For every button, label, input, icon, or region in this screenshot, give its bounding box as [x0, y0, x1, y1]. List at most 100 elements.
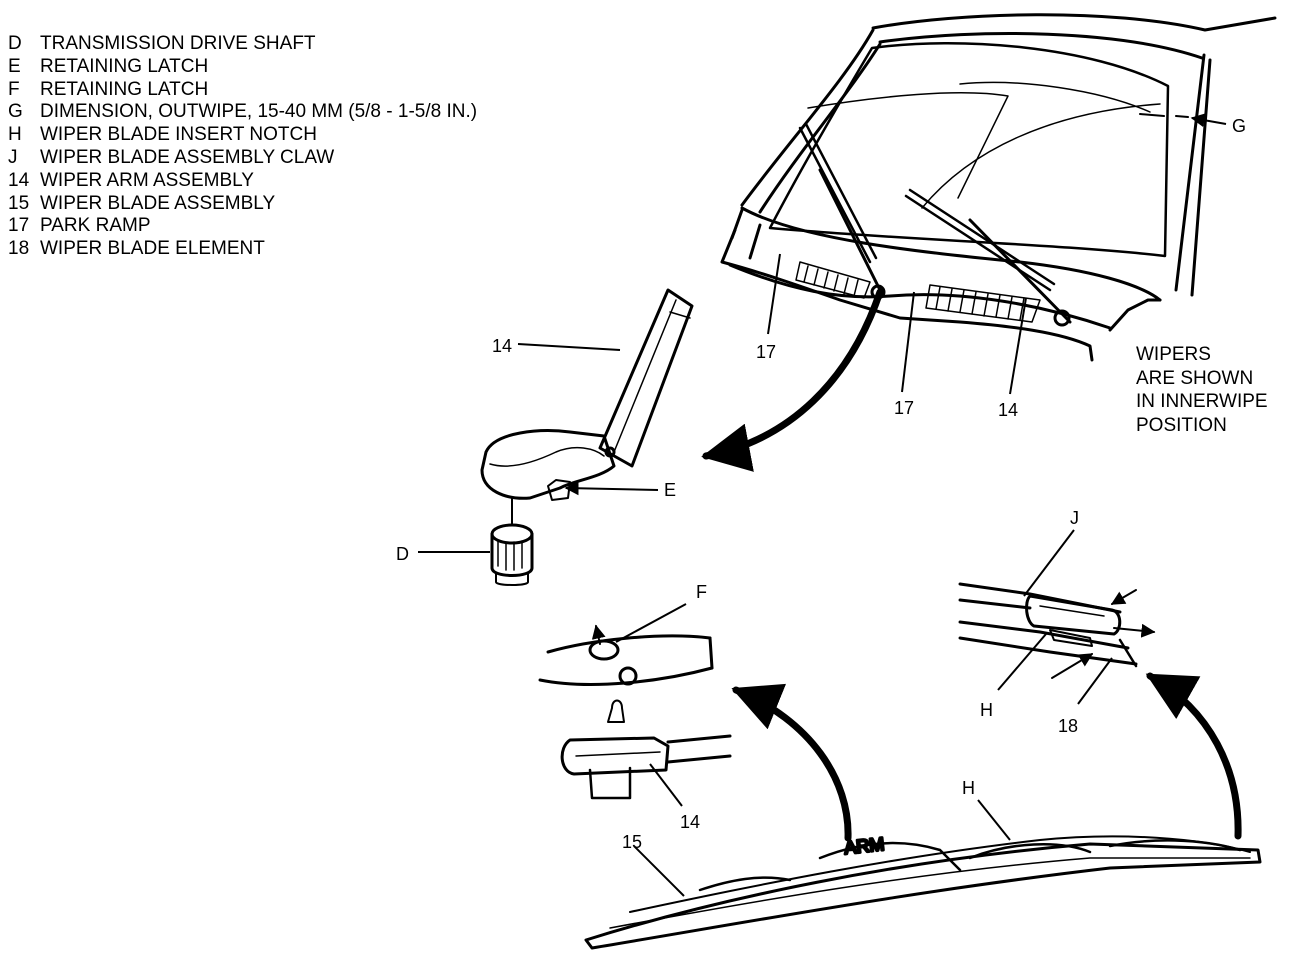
right-wiper-arm	[968, 218, 1072, 324]
legend-text: WIPER ARM ASSEMBLY	[40, 169, 254, 191]
blade-yoke-far-right	[1108, 839, 1242, 852]
callout-14-detail: 14	[492, 336, 512, 356]
callout-d: D	[396, 544, 409, 564]
latch-socket	[618, 666, 638, 686]
cowl-front-edge	[740, 206, 1162, 302]
legend-item-f: F RETAINING LATCH	[8, 79, 477, 102]
legend-text: RETAINING LATCH	[40, 55, 209, 77]
cowl-left-flare	[730, 208, 762, 260]
leader-17-center	[901, 291, 915, 393]
left-wiper-blade	[798, 122, 878, 264]
vent-grille-left	[795, 261, 871, 299]
callout-j: J	[1070, 508, 1079, 528]
pointer-arrow-upper	[1110, 589, 1137, 605]
callout-14-lower: 14	[680, 812, 700, 832]
legend-item-15: 15 WIPER BLADE ASSEMBLY	[8, 193, 477, 216]
legend-text: WIPER BLADE ASSEMBLY	[40, 192, 276, 214]
glass-reflection	[959, 81, 1151, 113]
windshield-cowl-view	[720, 13, 1277, 362]
glass-reflection	[807, 92, 1009, 199]
blade-holder-top	[546, 634, 712, 654]
blade-holder-bottom	[538, 666, 714, 686]
callout-h-detail: H	[980, 700, 993, 720]
drive-shaft-splines	[497, 539, 523, 571]
leader-18	[1077, 657, 1113, 705]
blade-frame-lower	[958, 620, 1138, 666]
claw-arrow	[1113, 623, 1156, 638]
arm-to-shaft-view	[480, 288, 884, 586]
element-end	[1118, 638, 1138, 668]
windshield-glass	[768, 42, 1170, 258]
legend-key: E	[8, 55, 21, 77]
legend-key: 14	[8, 169, 30, 191]
wiper-blade-assembly: ARM	[584, 672, 1262, 950]
claw-j-view	[958, 582, 1156, 679]
arrow-to-latch-detail	[731, 683, 852, 842]
claw-notch	[1049, 629, 1093, 647]
wiper-arm-channel	[669, 311, 691, 319]
legend-text: PARK RAMP	[40, 215, 151, 237]
legend-key: D	[8, 33, 22, 54]
arm-pivot-pin	[604, 446, 616, 458]
callout-leaders	[418, 113, 1227, 897]
blade-holder-end	[708, 636, 714, 670]
callout-g: G	[1232, 116, 1246, 136]
callout-17-center: 17	[894, 398, 914, 418]
retaining-latch-f	[588, 639, 620, 661]
leader-14-detail	[517, 343, 621, 351]
glass-reflection	[921, 103, 1161, 209]
legend-key: F	[8, 78, 20, 100]
right-a-pillar	[1174, 53, 1212, 297]
note-line: ARE SHOWN	[1136, 367, 1254, 389]
leader-h-detail	[997, 633, 1047, 691]
callout-17-left: 17	[756, 342, 776, 362]
leader-g	[1190, 113, 1227, 128]
legend-key: H	[8, 124, 22, 146]
right-wiper-pivot	[1053, 309, 1071, 327]
legend-text: WIPER BLADE ELEMENT	[40, 238, 265, 260]
latch-arrow	[591, 624, 606, 645]
innerwipe-note: WIPERS ARE SHOWN IN INNERWIPE POSITION	[1136, 343, 1268, 437]
callout-e: E	[664, 480, 676, 500]
leader-j	[1023, 529, 1075, 597]
roof-outline	[871, 13, 1277, 32]
leader-14-lower	[649, 763, 683, 807]
note-line: POSITION	[1136, 414, 1227, 436]
pin-stem	[607, 699, 625, 723]
legend-text: WIPER BLADE ASSEMBLY CLAW	[40, 146, 335, 168]
wiper-arm-ridge	[613, 299, 677, 453]
pointer-arrow-lower	[1051, 653, 1094, 679]
blade-yoke-right	[968, 843, 1092, 860]
cowl-lower	[728, 263, 1112, 330]
legend-text: WIPER BLADE INSERT NOTCH	[40, 124, 317, 146]
legend-key: 15	[8, 192, 30, 214]
legend: D TRANSMISSION DRIVE SHAFT E RETAINING LAT…	[8, 33, 477, 261]
legend-key: J	[8, 146, 18, 168]
blade-yoke-left	[698, 876, 792, 892]
legend-item-d: D TRANSMISSION DRIVE SHAFT	[8, 33, 477, 56]
legend-text: TRANSMISSION DRIVE SHAFT	[40, 33, 316, 54]
left-wiper-arm	[818, 168, 882, 292]
leader-17-left	[767, 253, 781, 335]
vent-slats	[803, 265, 1025, 321]
wiper-arm-body	[598, 288, 694, 468]
callout-14-windshield: 14	[998, 400, 1018, 420]
legend-text: RETAINING LATCH	[40, 78, 209, 100]
lower-arm-clip	[588, 766, 632, 800]
note-line: WIPERS	[1136, 344, 1211, 365]
cowl-right	[1108, 298, 1162, 332]
arm-head-contour	[489, 446, 605, 467]
cowl-panel	[720, 228, 1094, 362]
callout-f: F	[696, 582, 707, 602]
legend-item-14: 14 WIPER ARM ASSEMBLY	[8, 170, 477, 193]
leader-f	[615, 603, 687, 643]
drive-shaft-base	[495, 573, 529, 586]
callout-labels: G 17 17 14 14 E D F 14 J H 18 H 15	[396, 116, 1246, 852]
vent-grille-right	[925, 284, 1041, 323]
right-wiper-blade	[904, 188, 1056, 292]
drive-shaft-body	[490, 532, 534, 577]
